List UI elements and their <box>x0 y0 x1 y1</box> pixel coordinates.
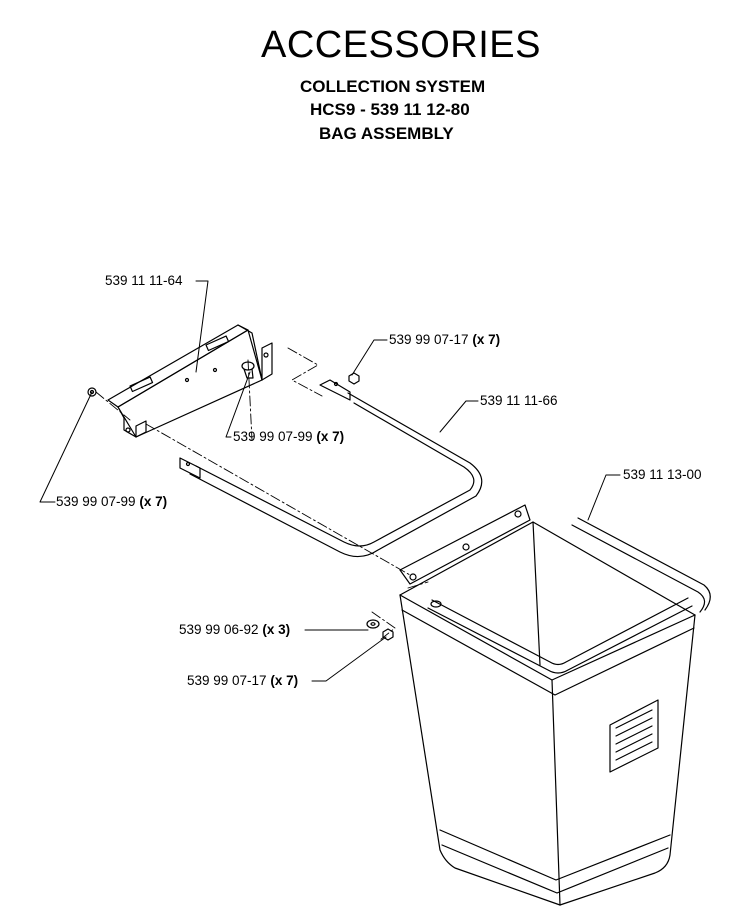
part-quantity: (x 3) <box>262 622 291 637</box>
part-number: 539 99 07-99 <box>233 429 313 444</box>
screw-left <box>87 387 97 397</box>
callout-539-99-07-99-center: 539 99 07-99 (x 7) <box>233 429 344 445</box>
part-number: 539 99 06-92 <box>179 622 259 637</box>
leader-539-99-07-17-top <box>351 339 388 376</box>
carriage-bolt-center <box>241 361 255 379</box>
callout-539-11-11-66: 539 11 11-66 <box>480 393 558 409</box>
nut-bottom <box>382 628 394 641</box>
callout-539-99-07-99-left: 539 99 07-99 (x 7) <box>56 494 167 510</box>
part-number: 539 99 07-17 <box>187 673 267 688</box>
callout-539-99-07-17-top: 539 99 07-17 (x 7) <box>389 332 500 348</box>
callout-539-11-11-64: 539 11 11-64 <box>105 273 183 289</box>
leader-539-11-11-64 <box>195 280 209 373</box>
part-number: 539 99 07-17 <box>389 332 469 347</box>
bag-assembly <box>399 504 711 906</box>
callout-539-99-07-17-bottom: 539 99 07-17 (x 7) <box>187 673 298 689</box>
part-number: 539 11 11-66 <box>480 393 558 408</box>
leader-539-11-13-00 <box>587 474 621 521</box>
leader-lines <box>39 280 621 682</box>
part-quantity: (x 7) <box>270 673 299 688</box>
leader-539-99-07-99-center <box>225 371 251 438</box>
part-quantity: (x 7) <box>316 429 345 444</box>
callout-539-11-13-00: 539 11 13-00 <box>623 467 702 483</box>
tube-frame <box>179 379 483 558</box>
part-quantity: (x 7) <box>139 494 168 509</box>
assembly-centerlines <box>95 347 429 641</box>
leader-539-11-11-66 <box>439 400 479 433</box>
part-number: 539 11 11-64 <box>105 273 183 288</box>
subtitle-system: COLLECTION SYSTEM <box>300 77 486 96</box>
part-number: 539 99 07-99 <box>56 494 136 509</box>
callout-539-99-06-92: 539 99 06-92 (x 3) <box>179 622 290 638</box>
nut-top <box>348 372 360 385</box>
subtitle-model: HCS9 - 539 11 12-80 <box>310 100 470 119</box>
part-number: 539 11 13-00 <box>623 467 702 482</box>
page-title: ACCESSORIES <box>260 24 542 66</box>
subtitle-assembly: BAG ASSEMBLY <box>319 124 454 143</box>
leader-539-99-07-17-bottom <box>311 636 387 682</box>
mounting-bracket <box>107 324 273 438</box>
washer <box>366 619 380 629</box>
leader-539-99-07-99-left <box>39 391 93 503</box>
part-quantity: (x 7) <box>472 332 501 347</box>
